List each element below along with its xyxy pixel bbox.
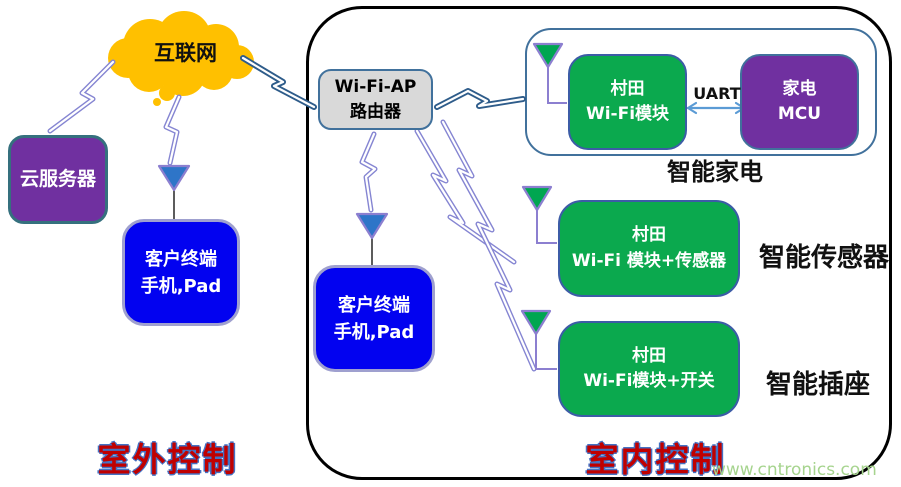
appliance-mcu-box: 家电 MCU <box>740 54 859 150</box>
wifi-ap-router-line1: Wi-Fi-AP <box>334 76 417 97</box>
client-terminal-outdoor-line1: 客户终端 <box>145 248 217 270</box>
wifi-module-appliance-line1: 村田 <box>610 78 645 99</box>
client-terminal-outdoor-line2: 手机,Pad <box>140 275 222 297</box>
antenna-icon-outdoor-client <box>157 164 191 219</box>
cloud-server-box: 云服务器 <box>8 135 108 224</box>
wifi-module-sensor-line2: Wi-Fi 模块+传感器 <box>571 250 727 271</box>
cloud-server-label: 云服务器 <box>19 168 96 191</box>
indoor-zone-border <box>306 6 892 480</box>
outdoor-control-label: 室外控制 <box>97 440 238 479</box>
uart-label: UART <box>693 84 741 103</box>
wifi-module-socket-line2: Wi-Fi模块+开关 <box>583 371 715 391</box>
lightning-bolt-icon-cloud-to-router <box>240 55 317 110</box>
smart-appliance-caption: 智能家电 <box>667 158 763 186</box>
client-terminal-indoor-box: 客户终端 手机,Pad <box>313 265 435 372</box>
wifi-module-socket-box: 村田 Wi-Fi模块+开关 <box>558 321 740 417</box>
client-terminal-indoor-line1: 客户终端 <box>338 294 410 316</box>
wifi-module-sensor-line1: 村田 <box>632 225 666 245</box>
indoor-control-label: 室内控制 <box>585 440 726 479</box>
wifi-module-socket-line1: 村田 <box>632 345 666 366</box>
wifi-module-appliance-box: 村田 Wi-Fi模块 <box>568 54 687 150</box>
watermark-text: www.cntronics.com <box>712 460 877 480</box>
lightning-bolt-icon-cloud-to-outdoor-client <box>163 94 182 166</box>
wifi-module-sensor-box: 村田 Wi-Fi 模块+传感器 <box>558 200 740 297</box>
client-terminal-outdoor-box: 客户终端 手机,Pad <box>122 219 240 326</box>
client-terminal-indoor-line2: 手机,Pad <box>333 321 415 343</box>
internet-cloud-label: 互联网 <box>154 41 217 65</box>
smart-socket-caption: 智能插座 <box>765 370 870 400</box>
lightning-bolt-icon-cloud-to-server <box>47 59 116 134</box>
wifi-ap-router-line2: 路由器 <box>350 101 401 122</box>
smart-sensor-caption: 智能传感器 <box>758 243 889 273</box>
wifi-module-appliance-line2: Wi-Fi模块 <box>585 104 670 124</box>
appliance-mcu-line1: 家电 <box>782 78 817 99</box>
appliance-mcu-line2: MCU <box>777 104 822 124</box>
wifi-ap-router-box: Wi-Fi-AP 路由器 <box>318 69 433 130</box>
